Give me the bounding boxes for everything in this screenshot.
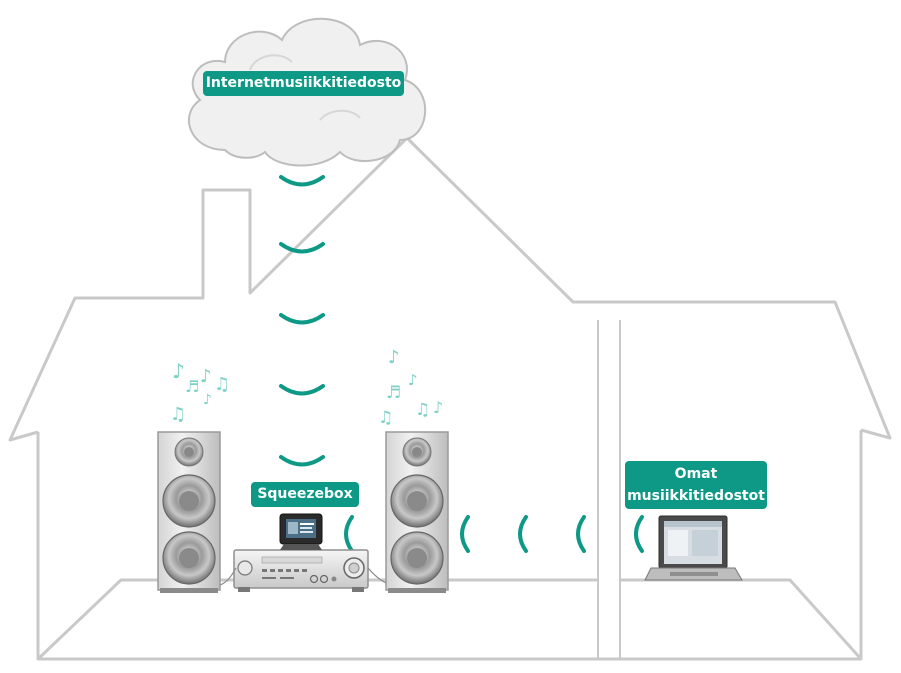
- svg-text:♫: ♫: [378, 408, 393, 428]
- svg-text:♪: ♪: [408, 371, 418, 389]
- amplifier-icon: [233, 549, 369, 592]
- own-music-files-label-line2: musiikkitiedostot: [627, 488, 765, 504]
- music-note-icon: ♪ ♬ ♪ ♫ ♫ ♪: [378, 347, 443, 428]
- laptop-icon: [644, 515, 743, 581]
- speaker-icon: [157, 431, 221, 593]
- speaker-icon: [385, 431, 449, 593]
- own-music-files-label-line1: Omat: [674, 466, 718, 482]
- wall-left: [36, 430, 863, 661]
- svg-text:♫: ♫: [415, 400, 430, 420]
- room-divider: [597, 320, 621, 659]
- own-music-files-label: Omat musiikkitiedostot: [625, 461, 767, 509]
- squeezebox-label: Squeezebox: [251, 482, 359, 507]
- svg-text:♬: ♬: [386, 383, 401, 403]
- signal-wave-icon: [279, 175, 325, 467]
- svg-text:♪: ♪: [433, 398, 443, 417]
- svg-text:♪: ♪: [172, 359, 185, 383]
- svg-text:♫: ♫: [170, 404, 186, 425]
- svg-text:♪: ♪: [200, 366, 212, 387]
- music-note-icon: ♪ ♬ ♪ ♫ ♪ ♫: [170, 359, 230, 425]
- svg-text:♬: ♬: [185, 377, 199, 396]
- roof-left: [8, 136, 892, 442]
- svg-text:♫: ♫: [214, 374, 230, 395]
- svg-text:♪: ♪: [388, 347, 400, 368]
- svg-text:♪: ♪: [203, 392, 212, 408]
- house-outline: [8, 136, 892, 661]
- squeezebox-device-icon: [279, 513, 323, 550]
- cables: [219, 567, 387, 586]
- cloud-label: Internetmusiikkitiedosto: [203, 71, 404, 96]
